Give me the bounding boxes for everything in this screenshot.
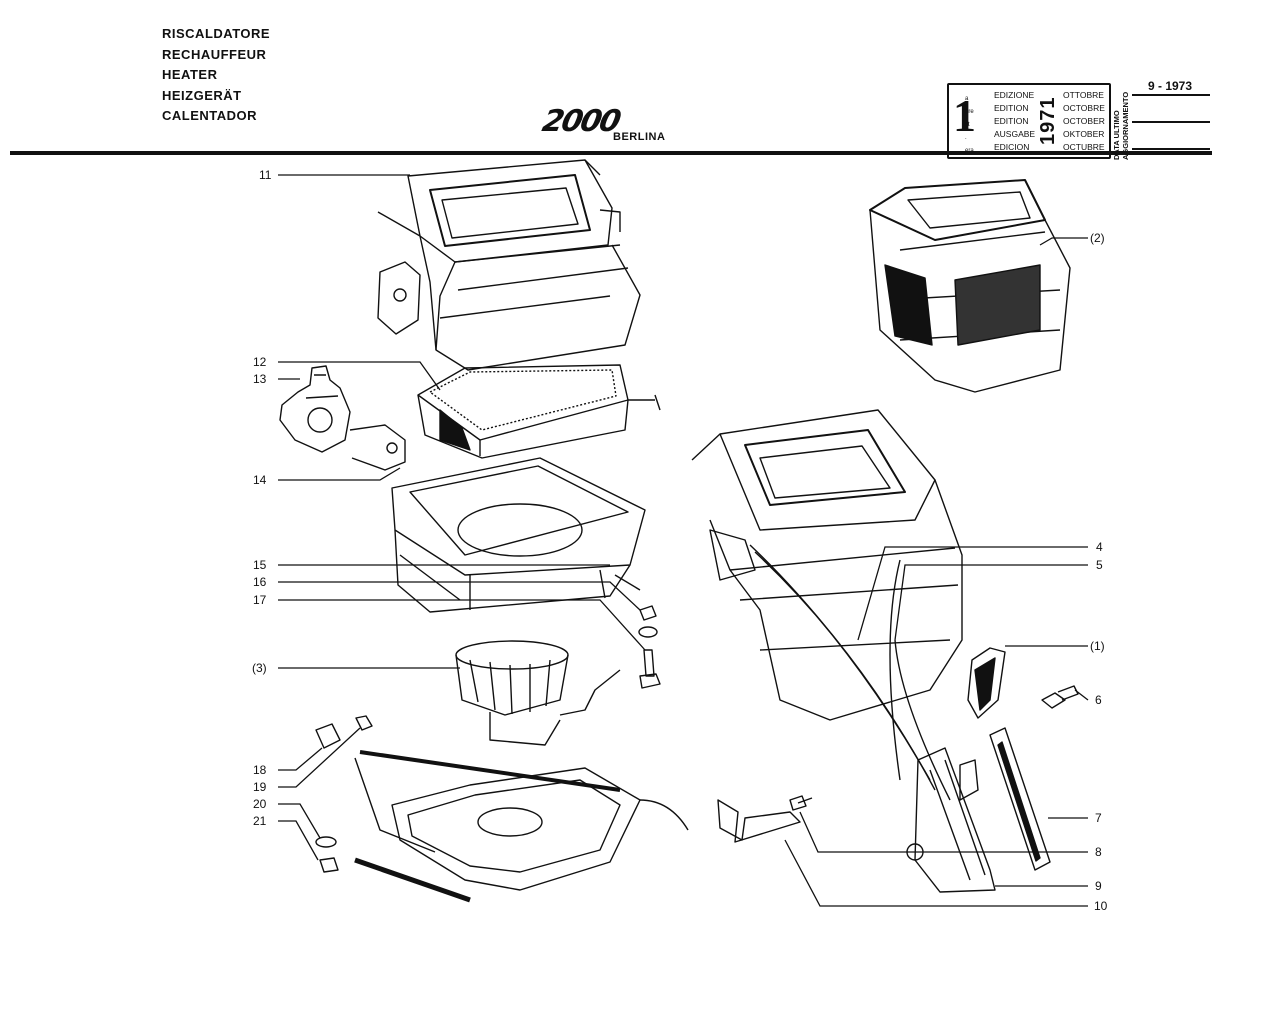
water-valve (279, 365, 406, 471)
edition-label: EDITION (994, 103, 1029, 113)
leader-8 (799, 811, 1088, 853)
blower-fan (455, 640, 621, 746)
suffix: ère (965, 109, 974, 115)
trim-plate (989, 727, 1051, 871)
leader-18 (278, 747, 323, 771)
leader-lines (278, 174, 1089, 907)
suffix: era (965, 148, 974, 154)
edition-labels: EDIZIONE EDITION EDITION AUSGABE EDICION (994, 89, 1054, 154)
leader-21 (278, 820, 319, 861)
edition-month: OCTOBER (1063, 116, 1105, 126)
leader-2 (1039, 237, 1088, 246)
callout-21: 21 (253, 814, 267, 828)
bolt-8 (789, 795, 813, 811)
leader-16 (278, 581, 641, 611)
leader-4 (857, 546, 1088, 641)
title-german: HEIZGERÄT (162, 87, 242, 103)
suffix: . (965, 135, 967, 141)
edition-label: EDIZIONE (994, 90, 1035, 100)
update-line (1132, 94, 1210, 96)
edition-month: OCTUBRE (1063, 142, 1105, 152)
leader-20 (278, 803, 321, 839)
callout-12: 12 (253, 355, 267, 369)
edition-label: EDICION (994, 142, 1030, 152)
leader-14 (278, 467, 401, 481)
title-french: RECHAUFFEUR (162, 46, 267, 62)
callout-10: 10 (1094, 899, 1108, 913)
bracket (717, 799, 801, 843)
callout-5: 5 (1096, 558, 1103, 572)
callout-9: 9 (1095, 879, 1102, 893)
callout-7: 7 (1095, 811, 1102, 825)
edition-suffixes: a ère st . era (965, 93, 985, 158)
callout-13: 13 (253, 372, 267, 386)
leader-10 (784, 839, 1088, 907)
edition-number: 1 (953, 90, 976, 141)
callout-18: 18 (253, 763, 267, 777)
callout-3: (3) (252, 661, 267, 675)
assembled-heater-small (869, 179, 1071, 393)
edition-box: 1 a ère st . era EDIZIONE EDITION EDITIO… (947, 83, 1111, 159)
control-cables (749, 544, 951, 801)
base-tray (354, 750, 689, 903)
upper-housing (377, 159, 641, 371)
title-spanish: CALENTADOR (162, 108, 258, 123)
callout-17: 17 (253, 593, 267, 607)
leader-12 (278, 361, 441, 391)
callout-20: 20 (253, 797, 267, 811)
suffix: a (965, 96, 969, 102)
update-line (1132, 148, 1210, 150)
callout-11: 11 (259, 168, 272, 182)
edition-label: AUSGABE (994, 129, 1036, 139)
title-english: HEATER (162, 67, 218, 82)
title-italian: RISCALDATORE (162, 26, 271, 41)
edition-label: EDITION (994, 116, 1029, 126)
callout-4: 4 (1096, 540, 1103, 554)
leader-19 (278, 727, 361, 788)
callout-8: 8 (1095, 845, 1102, 859)
hardware-small (315, 605, 661, 873)
callout-15: 15 (253, 558, 267, 572)
header-rule (10, 151, 1212, 155)
callout-14: 14 (253, 473, 267, 487)
callout-19: 19 (253, 780, 267, 794)
callout-1: (1) (1090, 639, 1105, 653)
model-variant: BERLINA (613, 131, 666, 143)
screw-6 (1041, 685, 1079, 709)
assembled-heater-large (691, 409, 963, 721)
title-block: RISCALDATORE RECHAUFFEUR HEATER HEIZGERÄ… (162, 24, 270, 127)
suffix: st (965, 122, 970, 128)
callout-16: 16 (253, 575, 267, 589)
edition-months: OTTOBRE OCTOBRE OCTOBER OKTOBER OCTUBRE (1063, 89, 1105, 154)
lower-housing (391, 457, 646, 613)
control-unit (906, 747, 996, 893)
control-knob (967, 647, 1006, 719)
leader-17 (278, 599, 646, 651)
update-value: 9 - 1973 (1148, 79, 1193, 93)
edition-month: OTTOBRE (1063, 90, 1104, 100)
callout-6: 6 (1095, 693, 1102, 707)
update-line (1132, 121, 1210, 123)
edition-month: OCTOBRE (1063, 103, 1105, 113)
leader-6 (1074, 689, 1089, 701)
leader-5 (894, 564, 1088, 641)
edition-month: OKTOBER (1063, 129, 1105, 139)
callout-2: (2) (1090, 231, 1105, 245)
heater-core (417, 364, 661, 459)
